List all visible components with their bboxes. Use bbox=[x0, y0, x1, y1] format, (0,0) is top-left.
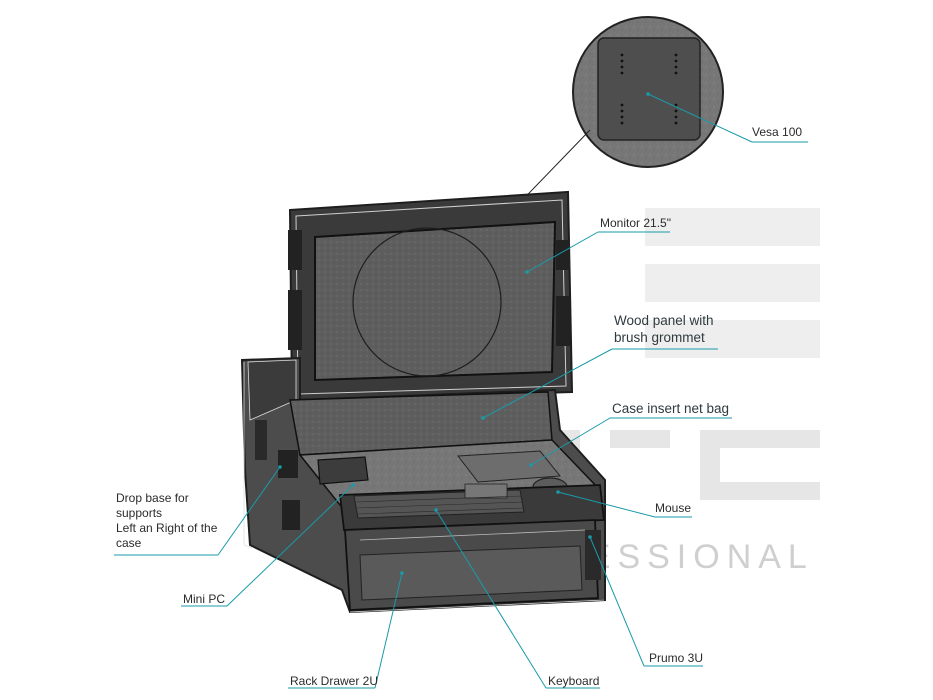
label-wood-panel: Wood panel with brush grommet bbox=[614, 313, 714, 345]
label-mini-pc: Mini PC bbox=[183, 592, 226, 606]
leader-keyboard bbox=[435, 509, 547, 689]
case-body bbox=[240, 356, 606, 614]
vesa-zoom-detail bbox=[572, 16, 724, 168]
leader-net-bag bbox=[530, 417, 611, 466]
leader-mouse bbox=[557, 491, 656, 518]
label-mouse: Mouse bbox=[655, 501, 692, 515]
label-keyboard: Keyboard bbox=[548, 674, 600, 688]
label-case-insert-net-bag: Case insert net bag bbox=[612, 401, 730, 416]
label-rack-drawer-2u: Rack Drawer 2U bbox=[290, 674, 379, 688]
label-vesa-100: Vesa 100 bbox=[752, 125, 803, 139]
leader-rack-drawer bbox=[374, 572, 403, 689]
leader-wood-panel bbox=[482, 348, 613, 419]
case-lid bbox=[288, 190, 574, 402]
leader-mini-pc bbox=[226, 484, 354, 607]
leader-drop-base bbox=[217, 466, 281, 556]
label-monitor: Monitor 21.5" bbox=[600, 216, 671, 230]
label-prumo-3u: Prumo 3U bbox=[649, 651, 704, 665]
leader-prumo bbox=[589, 536, 645, 667]
leader-vesa bbox=[647, 93, 753, 143]
leader-monitor bbox=[526, 231, 599, 273]
label-drop-base: Drop base for supports Left an Right of … bbox=[116, 491, 218, 550]
